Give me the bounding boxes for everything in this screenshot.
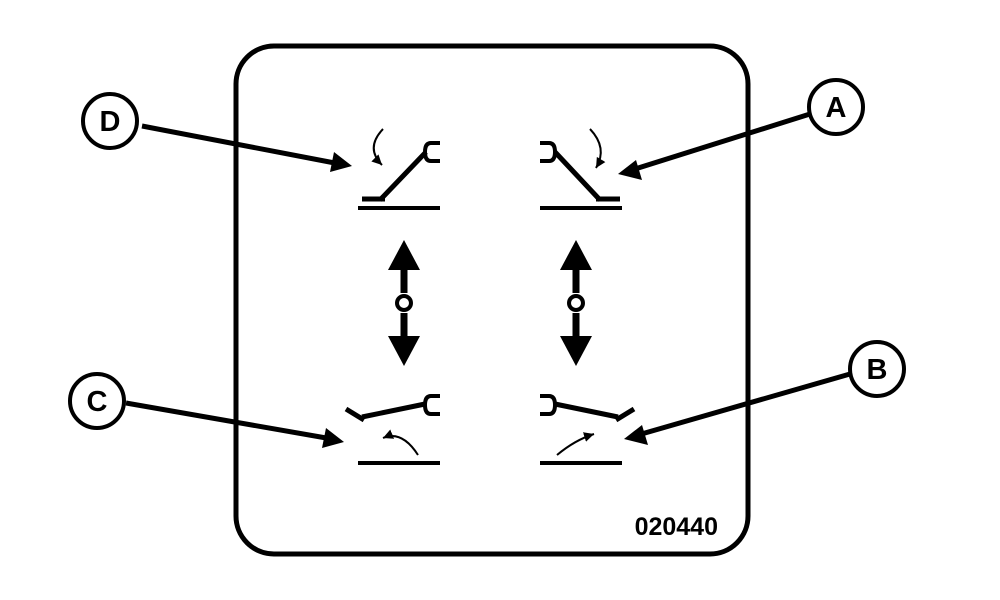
callout-c: C: [68, 372, 126, 430]
callout-d: D: [81, 92, 139, 150]
leader-line-c: [125, 400, 344, 448]
switch-position-a: [540, 128, 622, 210]
callout-d-label: D: [100, 106, 121, 138]
figure-code: 020440: [635, 513, 718, 541]
callout-c-label: C: [87, 386, 108, 418]
leader-line-d: [141, 123, 352, 172]
callout-b: B: [848, 340, 906, 398]
switch-position-b: [540, 394, 636, 465]
leader-line-a: [618, 111, 811, 180]
toggle-arrow-left: [388, 240, 420, 366]
label-panel-border: [233, 43, 751, 557]
leader-line-b: [624, 371, 851, 445]
callout-a-label: A: [826, 92, 847, 124]
toggle-arrow-right: [560, 240, 592, 366]
callout-b-label: B: [867, 354, 888, 386]
switch-position-d: [358, 128, 440, 210]
callout-a: A: [807, 78, 865, 136]
switch-position-c: [344, 394, 440, 465]
